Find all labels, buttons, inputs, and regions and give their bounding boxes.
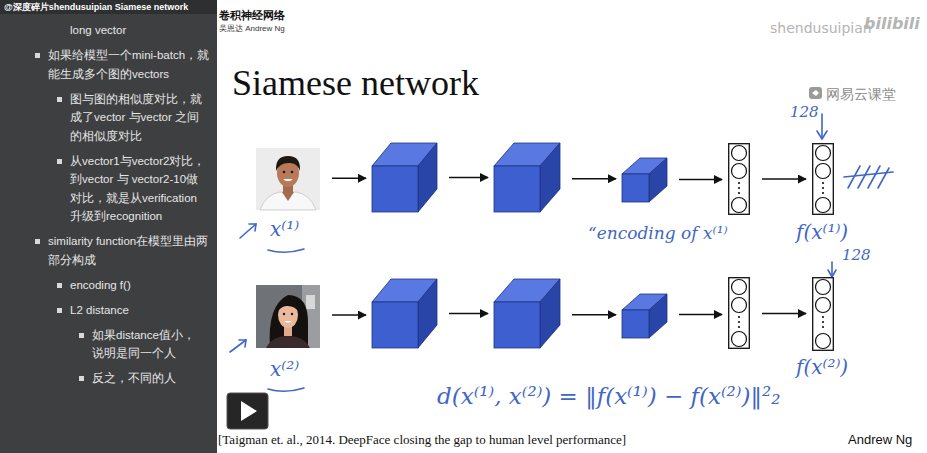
note-bullet: encoding f(): [70, 276, 208, 295]
flow-arrow: [762, 313, 806, 315]
volume-block: [622, 158, 667, 202]
encoding-vector: f(x⁽¹⁾): [812, 143, 834, 215]
flow-arrow: [679, 179, 722, 181]
note-item: 如果给模型一个mini-batch，就能生成多个图的vectors: [0, 46, 210, 83]
citation: [Taigman et. al., 2014. DeepFace closing…: [218, 432, 626, 447]
note-text: long vector: [70, 21, 208, 40]
note-item: encoding f(): [0, 276, 208, 295]
distance-formula: d(x⁽¹⁾, x⁽²⁾) = ‖f(x⁽¹⁾) − f(x⁽²⁾)‖²₂: [437, 384, 780, 409]
notes-list: long vector 如果给模型一个mini-batch，就能生成多个图的vec…: [0, 21, 217, 388]
note-item: long vector: [0, 21, 208, 40]
notes-panel: @深度碎片shendusuipian Siamese network long …: [0, 0, 217, 453]
neuron-column: [728, 277, 750, 349]
handwritten-note: “encoding of x⁽¹⁾: [588, 224, 728, 243]
input-image: x⁽¹⁾: [256, 148, 320, 210]
face-photo: [256, 285, 320, 348]
flow-arrow: [572, 178, 616, 180]
fc-vector: [728, 143, 750, 215]
note-item: 反之，不同的人: [0, 369, 204, 388]
input-image: x⁽²⁾: [256, 285, 320, 348]
note-bullet: 图与图的相似度对比，就成了vector 与vector 之间的相似度对比: [70, 90, 208, 146]
flow-arrow: [762, 178, 806, 180]
watermark: shendusuipian: [770, 20, 872, 36]
conv-layer: [494, 143, 560, 212]
bullet-mark: [79, 376, 84, 381]
dimension-note: 128: [842, 247, 871, 264]
note-bullet: 如果给模型一个mini-batch，就能生成多个图的vectors: [48, 46, 210, 83]
conv-layer: [622, 158, 667, 202]
node-label: x⁽²⁾: [270, 358, 299, 381]
volume-block: [494, 143, 560, 212]
volume-block: [372, 143, 437, 212]
encoding-vector: f(x⁽²⁾): [812, 277, 834, 351]
author-name: Andrew Ng: [848, 432, 912, 447]
face-photo: [256, 148, 320, 210]
play-button: [227, 393, 268, 429]
conv-layer: [622, 294, 667, 338]
flow-arrow: [679, 314, 722, 316]
flow-arrow: [572, 314, 616, 316]
bullet-mark: [57, 159, 62, 164]
bullet-mark: [57, 97, 62, 102]
flow-arrow: [449, 313, 488, 315]
course-name: 卷积神经网络: [219, 9, 285, 22]
dimension-note: 128: [790, 104, 819, 121]
slide-title: Siamese network: [232, 62, 479, 104]
note-item: 如果distance值小，说明是同一个人: [0, 326, 204, 363]
bullet-mark: [79, 333, 84, 338]
flow-arrow: [449, 177, 488, 179]
neuron-column: [812, 277, 834, 351]
brand-icon: [809, 87, 822, 99]
volume-block: [372, 279, 437, 348]
handwriting: [230, 114, 893, 391]
note-bullet: similarity function在模型里由两部分构成: [48, 232, 210, 269]
note-bullet: 反之，不同的人: [92, 369, 204, 388]
video-caption: @深度碎片shendusuipian Siamese network: [4, 0, 188, 14]
note-bullet: 从vector1与vector2对比，到vector 与 vector2-10做…: [70, 152, 208, 226]
note-item: 从vector1与vector2对比，到vector 与 vector2-10做…: [0, 152, 208, 226]
conv-layer: [372, 143, 437, 212]
bullet-mark: [35, 53, 40, 58]
volume-block: [622, 294, 667, 338]
note-bullet: 如果distance值小，说明是同一个人: [92, 326, 204, 363]
bullet-mark: [57, 308, 62, 313]
node-label: f(x⁽¹⁾): [796, 221, 848, 244]
lecturer-name: 吴恩达 Andrew Ng: [219, 24, 285, 34]
caption-bar: @深度碎片shendusuipian Siamese network: [0, 0, 217, 14]
node-label: f(x⁽²⁾): [796, 356, 848, 379]
neuron-column: [812, 143, 834, 215]
conv-layer: [494, 279, 560, 348]
note-item: L2 distance: [0, 301, 208, 320]
bullet-mark: [57, 283, 62, 288]
flow-arrow: [332, 178, 366, 180]
neuron-column: [728, 143, 750, 215]
flow-arrow: [332, 314, 366, 316]
note-bullet: L2 distance: [70, 301, 208, 320]
conv-layer: [372, 279, 437, 348]
fc-vector: [728, 277, 750, 349]
platform-logo: bilibili: [864, 15, 920, 33]
note-item: similarity function在模型里由两部分构成: [0, 232, 210, 269]
bullet-mark: [35, 239, 40, 244]
node-label: x⁽¹⁾: [270, 218, 299, 241]
brand-logo: 网易云课堂: [826, 86, 896, 102]
note-item: 图与图的相似度对比，就成了vector 与vector 之间的相似度对比: [0, 90, 208, 146]
volume-block: [494, 279, 560, 348]
